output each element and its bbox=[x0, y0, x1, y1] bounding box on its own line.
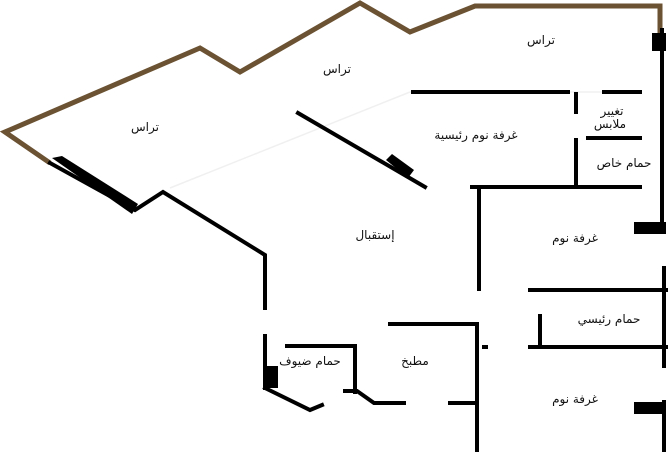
dressing-label-line2: ملابس bbox=[594, 117, 626, 132]
terrace-middle-label: تراس bbox=[323, 62, 351, 77]
terrace-glass-line bbox=[169, 91, 411, 189]
bedroom2-label: غرفة نوم bbox=[552, 392, 598, 407]
terrace-left-label: تراس bbox=[131, 120, 159, 135]
kitchen-label: مطبخ bbox=[401, 354, 429, 368]
right-wall-block-low bbox=[634, 402, 666, 414]
terrace-right-label: تراس bbox=[527, 33, 555, 48]
guest-bath-label: حمام ضيوف bbox=[279, 354, 341, 369]
master-bedroom-diagonal-wall bbox=[295, 110, 428, 190]
reception-label: إستقبال bbox=[355, 228, 394, 242]
right-wall-block-top bbox=[652, 33, 666, 51]
dressing-label-line1: تغيير bbox=[600, 104, 624, 119]
master-bath-label: حمام رئيسي bbox=[578, 312, 641, 327]
kitchen-bottom-wall-left bbox=[343, 389, 406, 405]
bedroom1-label: غرفة نوم bbox=[552, 231, 598, 246]
guest-bath-bottom-wall bbox=[262, 385, 325, 413]
master-bedroom-label: غرفة نوم رئيسية bbox=[434, 128, 517, 143]
right-wall-block-mid bbox=[634, 222, 666, 234]
left-wall-block bbox=[52, 156, 138, 214]
terrace-outline bbox=[0, 0, 663, 166]
left-outer-wall bbox=[47, 160, 267, 310]
master-bedroom-wall-block bbox=[386, 154, 414, 178]
guest-bath-wall-block bbox=[263, 366, 278, 388]
private-bath-label: حمام خاص bbox=[597, 156, 652, 171]
